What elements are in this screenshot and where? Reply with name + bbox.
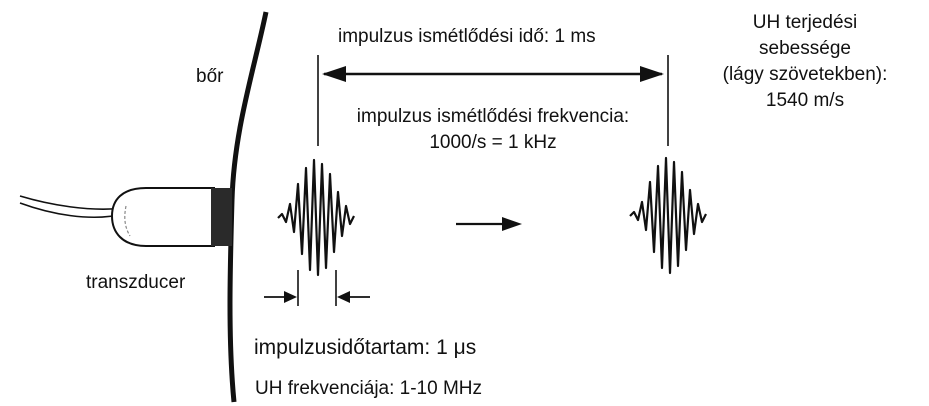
pulse-wave-packet-2 [629, 156, 707, 275]
ultrasound-frequency-label: UH frekvenciája: 1-10 MHz [255, 378, 483, 399]
propagation-speed-label: UH terjedési sebessége (lágy szövetekben… [690, 10, 920, 114]
transducer-cable-second-wire [19, 202, 125, 219]
propagation-speed-line-2: sebessége [759, 38, 851, 59]
pulse-duration-label: impulzusidőtartam: 1 μs [254, 336, 476, 360]
skin-label: bőr [196, 66, 224, 87]
transducer-label: transzducer [86, 272, 186, 293]
propagation-speed-line-3: (lágy szövetekben): [722, 64, 888, 85]
transducer-cable [19, 195, 125, 210]
repetition-time-arrowhead-right [640, 66, 664, 82]
transducer-crystal [211, 188, 232, 246]
propagation-speed-line-1: UH terjedési [752, 12, 858, 33]
propagation-arrowhead [502, 217, 522, 231]
repetition-frequency-line-2: 1000/s = 1 kHz [429, 132, 557, 153]
pulse-duration-value: 1 μs [436, 336, 477, 359]
pulse-duration-text: impulzusidőtartam: [254, 336, 431, 359]
pulse-duration-arrowhead-right [337, 291, 350, 303]
propagation-speed-line-4: 1540 m/s [765, 90, 845, 111]
repetition-time-arrowhead-left [322, 66, 346, 82]
repetition-frequency-line-1: impulzus ismétlődési frekvencia: [356, 106, 630, 127]
pulse-duration-arrowhead-left [284, 291, 297, 303]
repetition-time-label: impulzus ismétlődési idő: 1 ms [338, 26, 596, 47]
repetition-frequency-label: impulzus ismétlődési frekvencia: 1000/s … [320, 104, 666, 156]
transducer-highlight [124, 205, 131, 237]
transducer-body [110, 187, 215, 247]
pulse-wave-packet-1 [277, 158, 355, 277]
